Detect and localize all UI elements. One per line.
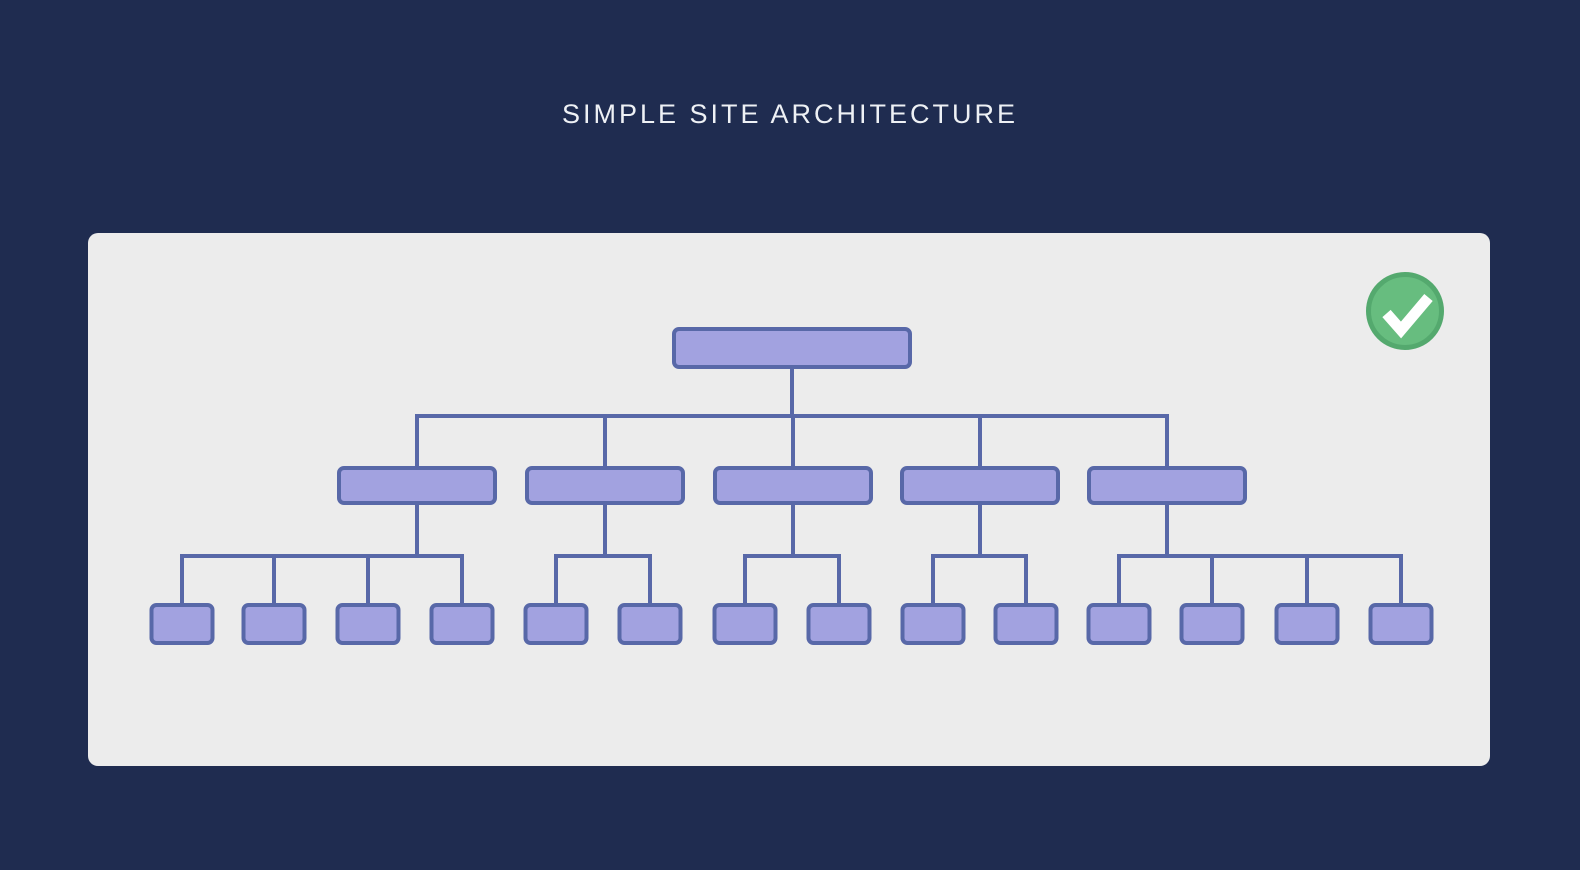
page-node-1-4 bbox=[429, 603, 495, 645]
checkmark-circle bbox=[1366, 272, 1444, 350]
root-page-node bbox=[672, 327, 912, 369]
section-node-3 bbox=[713, 466, 873, 505]
page-title: SIMPLE SITE ARCHITECTURE bbox=[561, 99, 1019, 129]
page-node-1-2 bbox=[241, 603, 307, 645]
page-node-3-2 bbox=[806, 603, 872, 645]
page-node-1-1 bbox=[149, 603, 215, 645]
page-node-5-4 bbox=[1368, 603, 1434, 645]
checkmark-icon bbox=[1366, 272, 1444, 350]
page-node-1-3 bbox=[335, 603, 401, 645]
page-node-3-1 bbox=[712, 603, 778, 645]
section-node-5 bbox=[1087, 466, 1247, 505]
page-node-5-3 bbox=[1274, 603, 1340, 645]
checkmark-glyph bbox=[1382, 293, 1433, 339]
page-node-2-2 bbox=[617, 603, 683, 645]
page-node-2-1 bbox=[523, 603, 589, 645]
page-node-4-1 bbox=[900, 603, 966, 645]
page-node-4-2 bbox=[993, 603, 1059, 645]
page-node-5-1 bbox=[1086, 603, 1152, 645]
section-node-1 bbox=[337, 466, 497, 505]
section-node-2 bbox=[525, 466, 685, 505]
page-node-5-2 bbox=[1179, 603, 1245, 645]
section-node-4 bbox=[900, 466, 1060, 505]
